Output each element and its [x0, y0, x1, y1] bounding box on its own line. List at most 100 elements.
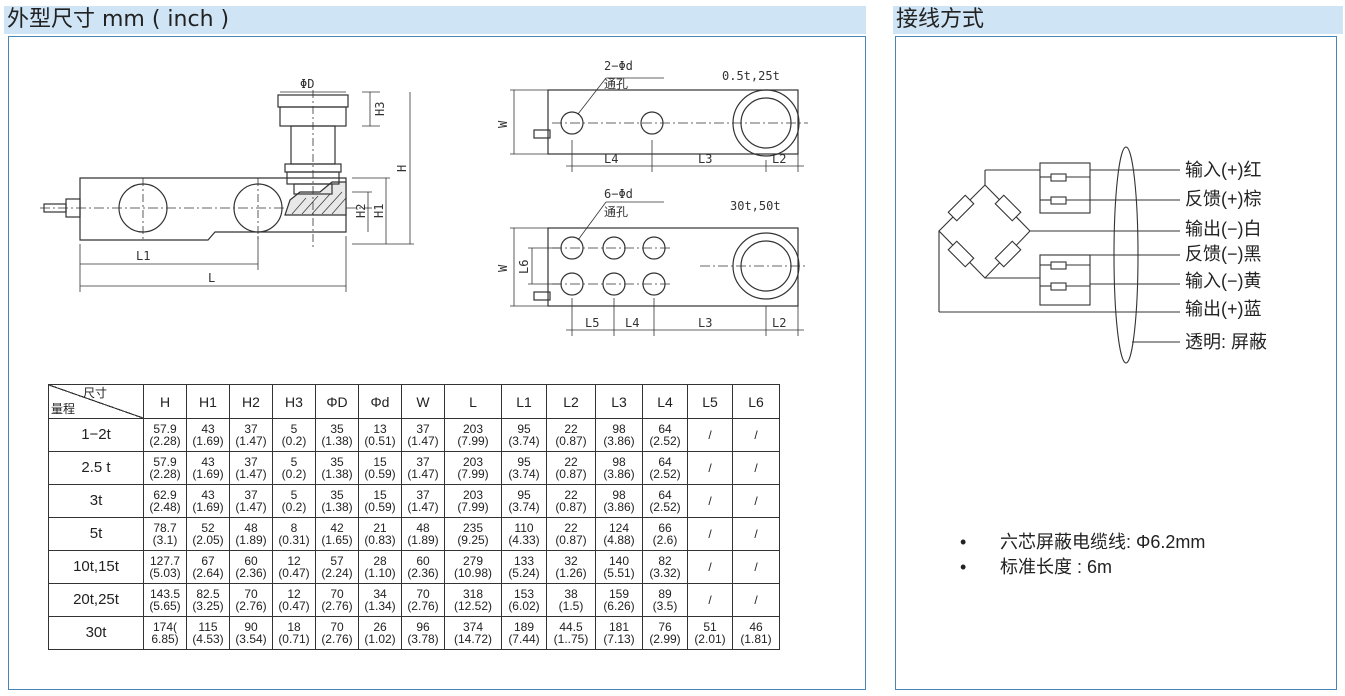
- value-inch: (1.47): [407, 467, 439, 481]
- value-mm: /: [708, 461, 712, 475]
- value-cell: 203(7.99): [444, 418, 502, 452]
- spec-table-header-row: 尺寸 量程 H H1 H2 H3 ΦD Φd W L L1 L2 L3 L4 L…: [48, 384, 780, 419]
- value-mm: 95: [517, 422, 531, 436]
- wiring-panel-header: 接线方式: [893, 6, 1343, 34]
- value-cell: 235(9.25): [444, 517, 502, 551]
- value-cell: 318(12.52): [444, 583, 502, 617]
- label-l3-top: L3: [698, 152, 712, 166]
- value-mm: 96: [416, 620, 430, 634]
- value-mm: 64: [658, 455, 672, 469]
- value-inch: (0.87): [555, 533, 587, 547]
- value-inch: (2.76): [321, 599, 353, 613]
- value-cell: 37(1.47): [401, 418, 445, 452]
- wire-label: 反馈(+)棕: [1185, 189, 1262, 209]
- value-mm: 76: [658, 620, 672, 634]
- value-cell: 153(6.02): [501, 583, 547, 617]
- value-cell: 38(1.5): [546, 583, 596, 617]
- value-mm: 95: [517, 488, 531, 502]
- value-cell: 13(0.51): [358, 418, 402, 452]
- value-inch: (1.02): [364, 632, 396, 646]
- value-cell: /: [732, 583, 780, 617]
- value-cell: 64(2.52): [642, 484, 688, 518]
- value-cell: 5(0.2): [272, 451, 316, 485]
- value-mm: 42: [330, 521, 344, 535]
- value-cell: 127.7(5.03): [143, 550, 187, 584]
- value-cell: /: [732, 484, 780, 518]
- value-mm: 203: [462, 488, 484, 502]
- value-inch: (0.2): [281, 434, 307, 448]
- value-inch: (1.38): [321, 467, 353, 481]
- value-cell: 140(5.51): [595, 550, 643, 584]
- value-mm: 57.9: [153, 455, 177, 469]
- corner-label-dimension: 尺寸: [82, 386, 107, 400]
- label-l4-bottom: L4: [625, 316, 639, 330]
- value-mm: 37: [244, 422, 258, 436]
- label-h2: H2: [354, 204, 368, 218]
- value-mm: 5: [290, 422, 298, 436]
- col-header: H: [143, 384, 187, 419]
- value-inch: (1.47): [235, 500, 267, 514]
- label-l3-bottom: L3: [698, 316, 712, 330]
- value-mm: 64: [658, 422, 672, 436]
- value-inch: (0.2): [281, 467, 307, 481]
- col-header: ΦD: [315, 384, 359, 419]
- value-mm: 22: [564, 455, 578, 469]
- value-cell: 203(7.99): [444, 484, 502, 518]
- col-header: Φd: [358, 384, 402, 419]
- value-inch: (7.99): [457, 467, 489, 481]
- value-cell: 15(0.59): [358, 484, 402, 518]
- value-inch: (2.76): [321, 632, 353, 646]
- value-inch: (1..75): [553, 632, 589, 646]
- value-inch: (4.33): [508, 533, 540, 547]
- value-mm: 89: [658, 587, 672, 601]
- value-cell: 78.7(3.1): [143, 517, 187, 551]
- value-cell: 98(3.86): [595, 418, 643, 452]
- value-mm: 12: [287, 587, 301, 601]
- value-mm: 35: [330, 422, 344, 436]
- value-inch: (7.13): [603, 632, 635, 646]
- value-mm: 279: [462, 554, 484, 568]
- value-cell: 95(3.74): [501, 484, 547, 518]
- value-cell: 133(5.24): [501, 550, 547, 584]
- range-cell: 2.5 t: [48, 451, 144, 485]
- value-cell: 115(4.53): [186, 616, 230, 650]
- value-mm: /: [754, 593, 758, 607]
- value-inch: (2.6): [652, 533, 678, 547]
- value-inch: (6.02): [508, 599, 540, 613]
- value-inch: (2.48): [149, 500, 181, 514]
- value-mm: 62.9: [153, 488, 177, 502]
- value-mm: 374: [462, 620, 484, 634]
- value-inch: (1.26): [555, 566, 587, 580]
- value-cell: 82.5(3.25): [186, 583, 230, 617]
- value-cell: 18(0.71): [272, 616, 316, 650]
- value-mm: /: [754, 560, 758, 574]
- value-cell: 95(3.74): [501, 451, 547, 485]
- col-header: L1: [501, 384, 547, 419]
- value-inch: (1.69): [192, 434, 224, 448]
- value-inch: (3.74): [508, 467, 540, 481]
- value-cell: 22(0.87): [546, 418, 596, 452]
- value-cell: 51(2.01): [687, 616, 733, 650]
- label-l4-top: L4: [604, 152, 618, 166]
- corner-label-range: 量程: [51, 402, 76, 416]
- value-mm: 37: [416, 455, 430, 469]
- value-mm: 13: [373, 422, 387, 436]
- value-mm: 26: [373, 620, 387, 634]
- value-mm: 159: [608, 587, 630, 601]
- value-mm: 70: [330, 587, 344, 601]
- value-cell: 66(2.6): [642, 517, 688, 551]
- value-cell: 35(1.38): [315, 484, 359, 518]
- value-mm: 66: [658, 521, 672, 535]
- value-inch: (2.01): [694, 632, 726, 646]
- value-cell: 82(3.32): [642, 550, 688, 584]
- cable-notes: • 六芯屏蔽电缆线: Φ6.2mm • 标准长度 : 6m: [960, 530, 1205, 580]
- value-cell: 43(1.69): [186, 418, 230, 452]
- range-cell: 30t: [48, 616, 144, 650]
- value-cell: 181(7.13): [595, 616, 643, 650]
- label-phiD: ΦD: [300, 77, 314, 91]
- value-mm: 22: [564, 521, 578, 535]
- value-cell: 12(0.47): [272, 583, 316, 617]
